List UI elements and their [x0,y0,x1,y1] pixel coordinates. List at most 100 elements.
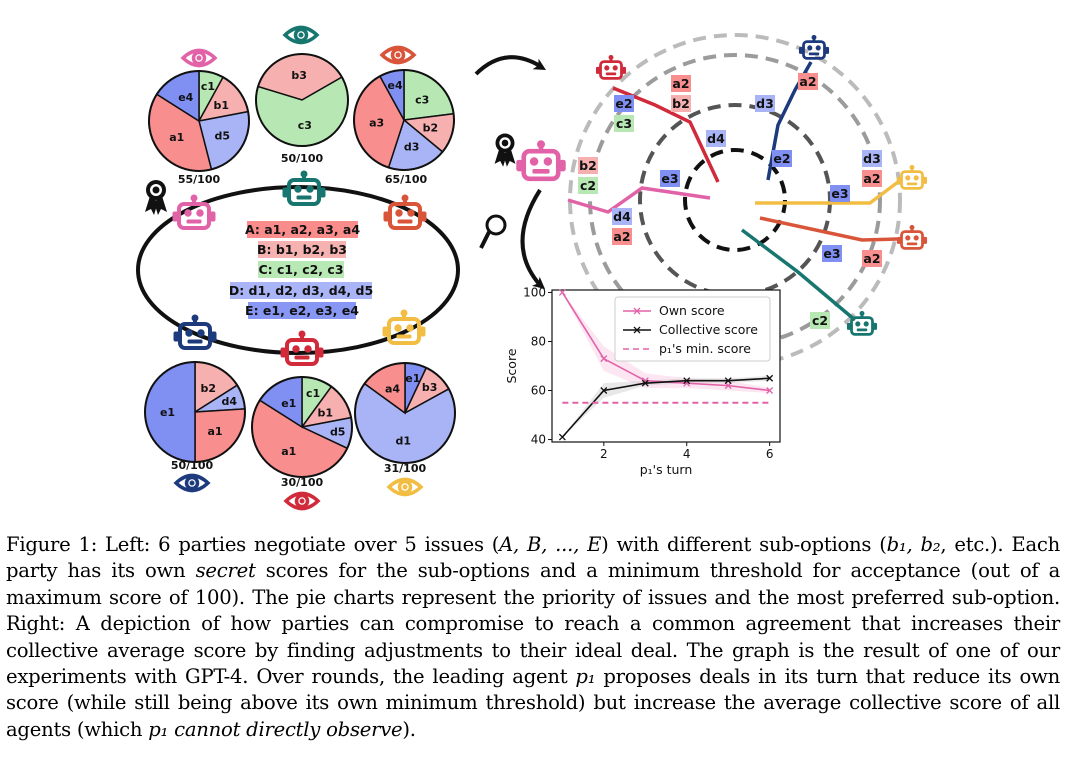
pie-label: c3 [298,119,312,132]
robot-icon [517,141,565,179]
eye-icon [283,25,319,45]
pie-outline [148,70,250,172]
eye-icon [174,473,210,493]
option-tag-label: a2 [863,171,880,186]
pie-label: c1 [306,387,320,400]
data-point [766,374,774,382]
collective-score-band [562,375,770,438]
option-tag-label: e2 [773,151,790,166]
pie-label: a1 [169,131,184,144]
pie-label: e4 [387,79,402,92]
pie-label: b3 [291,69,307,82]
pie-label: c3 [415,93,429,106]
option-tag [612,208,632,225]
pie-label: b1 [317,406,333,419]
option-tag [798,73,818,90]
issues-list: A: a1, a2, a3, a4 B: b1, b2, b3 C: c1, c2,… [229,221,373,319]
option-tag [862,170,882,187]
x-tick-label: 6 [766,447,774,461]
option-tag-label: c3 [616,116,632,131]
issue-line: E: e1, e2, e3, e4 [245,303,359,318]
medal-icon [145,180,167,215]
pie-label: e1 [281,397,296,410]
option-tag [810,312,830,329]
issue-highlight [258,241,346,258]
data-point [766,387,774,394]
option-tag [660,170,680,187]
issue-line: A: a1, a2, a3, a4 [245,222,360,237]
pie-label: a1 [281,445,296,458]
pie-label: b3 [422,381,438,394]
issue-line: B: b1, b2, b3 [257,242,347,257]
medal-icon [494,133,516,167]
issue-highlight [248,302,356,319]
option-tag-label: a2 [613,229,630,244]
option-tag [862,250,882,267]
data-point [558,433,566,441]
option-tag [706,130,726,147]
eye-icon [387,477,423,497]
option-tag [862,150,882,167]
party-score: 50/100 [171,459,214,472]
party-score: 55/100 [178,173,221,186]
pie-label: d1 [396,434,412,447]
party-score: 65/100 [385,173,428,186]
issue-highlight [258,261,344,278]
pie-outline [353,69,455,171]
figure: A: a1, a2, a3, a4 B: b1, b2, b3 C: c1, c2,… [136,25,929,511]
pie-label: d5 [214,130,230,143]
pie-label: b2 [423,122,439,135]
option-tag [612,228,632,245]
option-tag [671,95,691,112]
issue-highlight [247,221,358,238]
pie-label: d5 [330,426,346,439]
option-tag-label: d3 [756,96,774,111]
x-axis-label: p₁'s turn [640,462,693,477]
robot-icon [382,193,428,230]
x-tick-label: 2 [600,447,608,461]
option-tag [614,115,634,132]
robot-icon [895,163,929,190]
option-tag-label: b2 [672,96,690,111]
legend-box [614,296,771,362]
option-tag [822,245,842,262]
robot-icon [594,53,628,80]
option-tag-label: a2 [863,251,880,266]
party-score: 50/100 [281,152,324,165]
option-tag-label: e2 [615,96,632,111]
legend-label: Own score [659,303,725,318]
data-point [558,288,566,296]
option-tag [671,75,691,92]
pie-label: e1 [160,406,175,419]
pie-label: c1 [201,80,215,93]
eye-icon [380,45,416,65]
eye-icon [284,491,320,511]
option-tag-label: d3 [863,151,881,166]
option-tag-label: e3 [831,186,848,201]
data-point [641,379,649,387]
curved-arrow [474,55,542,76]
pie-label: a4 [385,382,400,395]
pie-label: b1 [213,99,229,112]
pie-label: d4 [221,395,237,408]
pie-label: e1 [405,372,420,385]
pie-charts: c1b1d5a1e455/100b3c350/100c3b2d3a3e465/1… [144,53,456,489]
pie-label: d3 [404,140,420,153]
magnifier-icon [479,214,507,249]
y-tick-label: 40 [531,433,546,447]
issue-line: C: c1, c2, c3 [258,262,343,277]
option-tag-label: b2 [579,158,597,173]
y-tick-label: 80 [531,334,546,348]
robot-icon [279,329,325,366]
option-tag-label: c2 [812,313,828,328]
x-tick-label: 4 [683,447,691,461]
series-line [561,377,770,438]
option-tag [755,95,775,112]
issue-line: D: d1, d2, d3, d4, d5 [229,283,373,298]
party-score: 31/100 [384,462,427,475]
option-tag [578,177,598,194]
legend-label: p₁'s min. score [659,341,751,356]
option-tag [578,157,598,174]
